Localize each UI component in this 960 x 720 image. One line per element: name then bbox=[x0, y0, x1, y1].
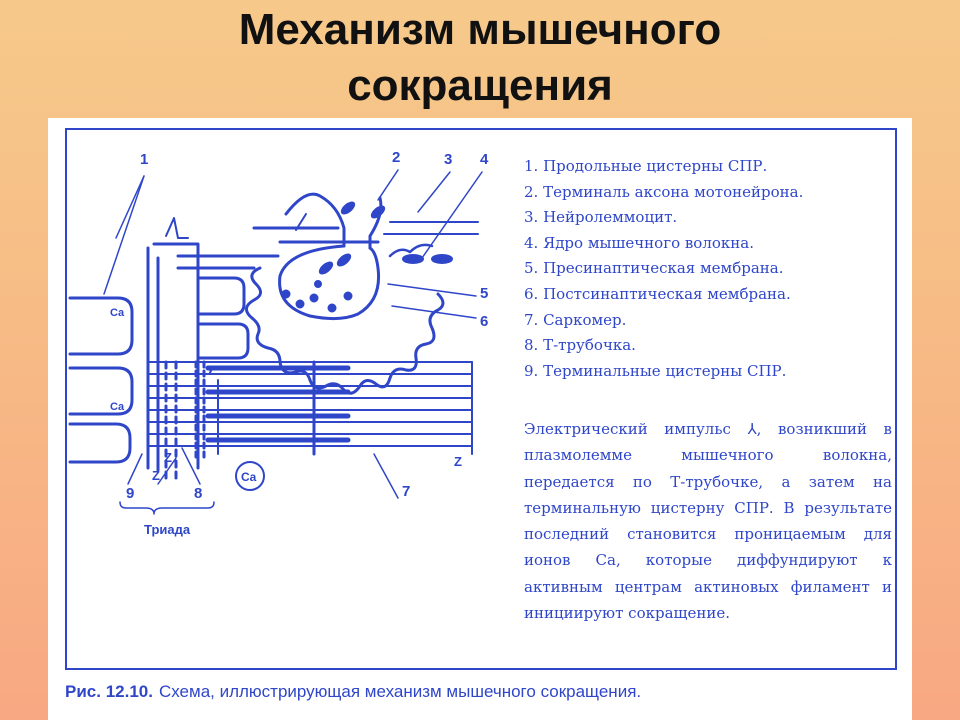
longitudinal-cisterns bbox=[68, 246, 160, 472]
legend-item: 1. Продольные цистерны СПР. bbox=[524, 157, 768, 175]
label-4: 4 bbox=[480, 151, 489, 168]
caption-text: Схема, иллюстрирующая механизм мышечного… bbox=[158, 682, 642, 701]
figure-frame bbox=[65, 128, 897, 670]
label-9: 9 bbox=[126, 485, 134, 502]
sarcomere bbox=[147, 360, 473, 460]
legend-item: 6. Постсинаптическая мембрана. bbox=[524, 284, 791, 303]
calcium-ion-circle bbox=[235, 461, 265, 491]
muscle-nuclei bbox=[383, 221, 479, 264]
slide-title-line-2: сокращения bbox=[347, 61, 613, 110]
legend-item: 5. Пресинаптическая мембрана. bbox=[524, 259, 784, 278]
label-ca-top: Ca bbox=[110, 307, 125, 319]
label-2: 2 bbox=[392, 149, 400, 166]
leader-lines bbox=[103, 169, 483, 499]
t-tubule-region bbox=[152, 217, 380, 480]
label-z-left-1: Z bbox=[152, 468, 160, 483]
legend-item: 2. Терминаль аксона мотонейрона. bbox=[524, 182, 804, 201]
caption-label: Рис. 12.10. bbox=[65, 682, 153, 701]
label-3: 3 bbox=[444, 151, 452, 168]
legend-item: 9. Терминальные цистерны СПР. bbox=[524, 361, 787, 380]
triad-bracket bbox=[119, 501, 215, 515]
slide-title: Механизм мышечного сокращения bbox=[0, 0, 960, 114]
label-z-right: Z bbox=[454, 454, 462, 469]
label-6: 6 bbox=[480, 313, 488, 330]
figure-caption: Рис. 12.10. Схема, иллюстрирующая механиз… bbox=[65, 680, 897, 704]
label-1: 1 bbox=[140, 151, 148, 168]
figure-legend: 1. Продольные цистерны СПР. 2. Терминаль… bbox=[524, 154, 896, 384]
label-8: 8 bbox=[194, 485, 202, 502]
label-7: 7 bbox=[402, 483, 410, 500]
muscle-contraction-diagram: 1 2 3 4 5 6 7 8 9 Ca Ca Ca Z Z Z Триада bbox=[68, 149, 489, 537]
label-ca-circle: Ca bbox=[241, 470, 257, 484]
legend-item: 4. Ядро мышечного волокна. bbox=[524, 233, 754, 252]
label-ca-mid: Ca bbox=[110, 401, 125, 413]
slide-title-line-1: Механизм мышечного bbox=[238, 5, 722, 54]
axon-terminal bbox=[245, 192, 445, 395]
legend-item: 8. Т-трубочка. bbox=[524, 336, 636, 355]
label-z-left-2: Z bbox=[164, 450, 172, 465]
description-paragraph: Электрический импульс ⅄, возникший в пла… bbox=[524, 420, 892, 623]
legend-item: 7. Саркомер. bbox=[524, 310, 627, 329]
label-triad: Триада bbox=[144, 522, 191, 537]
legend-item: 3. Нейролеммоцит. bbox=[524, 208, 678, 227]
synaptic-vesicles bbox=[281, 201, 386, 313]
label-5: 5 bbox=[480, 285, 488, 302]
figure-panel: 1 2 3 4 5 6 7 8 9 Ca Ca Ca Z Z Z Триада … bbox=[48, 118, 912, 720]
